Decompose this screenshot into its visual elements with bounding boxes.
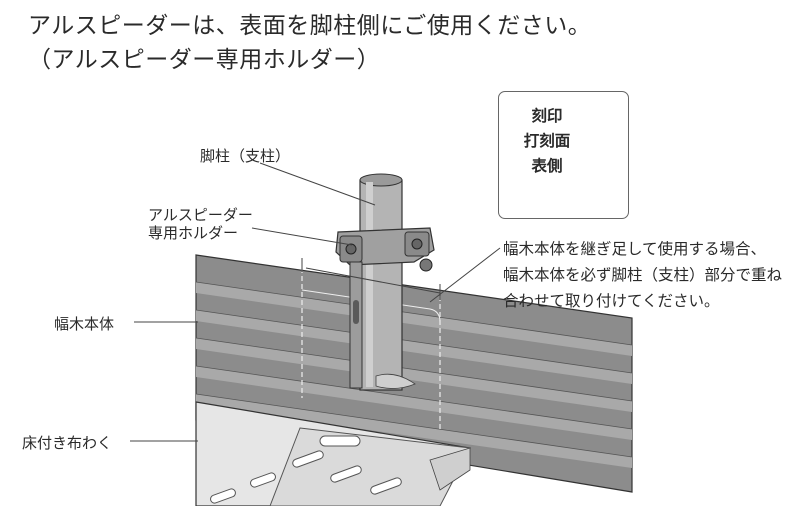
label-floor-plank: 床付き布わく (22, 434, 113, 452)
label-holder-line-2: 専用ホルダー (148, 224, 239, 242)
holder-clamp (335, 227, 435, 389)
stamp-inset-box: 刻印 打刻面 表側 (498, 91, 629, 219)
inset-label-stamp: 刻印 (531, 107, 563, 125)
label-toe-board: 幅木本体 (54, 315, 115, 333)
inset-label-front-side: 表側 (531, 157, 563, 175)
note-line-3: 合わせて取り付けてください。 (503, 292, 720, 310)
toe-board (195, 254, 633, 493)
overlap-note: 幅木本体を継ぎ足して使用する場合、 幅木本体を必ず脚柱（支柱）部分で重ね 合わせ… (503, 236, 782, 314)
instruction-title-line-1: アルスピーダーは、表面を脚柱側にご使用ください。 (28, 13, 592, 39)
floor-plank (195, 401, 472, 506)
label-post: 脚柱（支柱） (200, 147, 291, 165)
label-holder: アルスピーダー 専用ホルダー (148, 206, 253, 242)
leader-lines (130, 162, 501, 442)
note-line-1: 幅木本体を継ぎ足して使用する場合、 (503, 240, 767, 258)
inset-label-stamped-face: 打刻面 (523, 132, 571, 150)
label-holder-line-1: アルスピーダー (148, 206, 253, 224)
note-line-2: 幅木本体を必ず脚柱（支柱）部分で重ね (503, 266, 783, 284)
instruction-title-line-2: （アルスピーダー専用ホルダー） (28, 47, 381, 73)
